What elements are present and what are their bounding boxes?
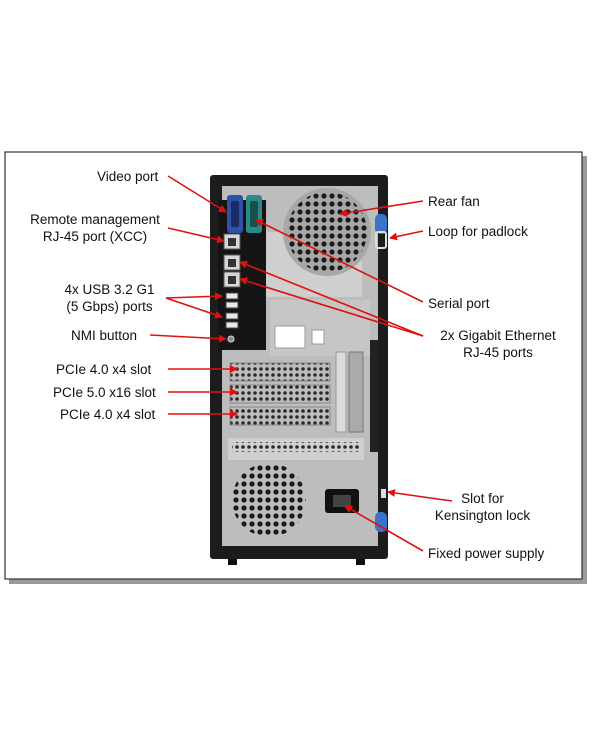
tower-rear — [210, 175, 388, 565]
label-pcie-slot-2: PCIe 5.0 x16 slot — [53, 385, 156, 400]
power-inlet-inner — [333, 495, 351, 507]
arrow-eth-2 — [239, 277, 424, 337]
foot-right — [356, 556, 365, 565]
label-usb-line1: 4x USB 3.2 G1 — [64, 282, 155, 297]
label-usb: 4x USB 3.2 G1 (5 Gbps) ports — [52, 281, 167, 315]
rear-fan — [287, 192, 367, 272]
arrow-power-supply — [344, 505, 424, 552]
label-power-supply: Fixed power supply — [428, 546, 545, 561]
arrow-nmi — [149, 334, 227, 343]
psu-fan — [232, 463, 306, 537]
usb-port-2 — [225, 301, 239, 309]
arrow-eth-1 — [239, 260, 424, 337]
slot-bar-1 — [335, 351, 347, 433]
arrow-rear-fan — [339, 200, 424, 217]
label-usb-line2: (5 Gbps) ports — [66, 299, 153, 314]
label-remote-mgmt-line1: Remote management — [30, 212, 160, 227]
arrow-padlock — [389, 230, 424, 241]
nmi-button — [227, 335, 235, 343]
arrow-serial — [255, 219, 424, 303]
arrow-kensington — [387, 489, 453, 502]
pcie-slot-2 — [229, 384, 331, 404]
vga-port-inner — [231, 201, 239, 227]
arrow-video-port — [167, 175, 227, 213]
side-strip — [370, 340, 378, 452]
label-video-port: Video port — [97, 169, 159, 184]
rj45-eth1-inner — [228, 259, 236, 267]
kensington-slot — [381, 489, 386, 498]
blue-latch-bottom — [375, 512, 387, 532]
label-remote-mgmt: Remote management RJ-45 port (XCC) — [20, 211, 170, 245]
label-padlock-loop: Loop for padlock — [428, 224, 528, 239]
label-kensington-line1: Slot for — [461, 491, 504, 506]
label-ethernet: 2x Gigabit Ethernet RJ-45 ports — [428, 327, 568, 361]
label-remote-mgmt-line2: RJ-45 port (XCC) — [42, 229, 148, 244]
rj45-xcc-inner — [228, 238, 236, 246]
lower-vents — [232, 442, 360, 452]
arrow-remote-mgmt — [167, 227, 225, 244]
arrow-usb-2 — [165, 297, 223, 319]
cutout-2 — [311, 329, 325, 345]
arrow-usb-1 — [165, 292, 223, 301]
cutout-1 — [274, 325, 306, 349]
pcie-slot-1 — [229, 362, 331, 382]
slot-bar-2 — [348, 351, 364, 433]
label-nmi-button: NMI button — [71, 328, 138, 343]
usb-port-3 — [225, 312, 239, 320]
label-rear-fan: Rear fan — [428, 194, 480, 209]
serial-port-inner — [250, 201, 258, 227]
padlock-loop — [375, 231, 387, 249]
label-kensington: Slot for Kensington lock — [425, 490, 540, 524]
usb-port-4 — [225, 321, 239, 329]
label-serial-port: Serial port — [428, 296, 490, 311]
label-ethernet-line2: RJ-45 ports — [463, 345, 533, 360]
label-ethernet-line1: 2x Gigabit Ethernet — [440, 328, 556, 343]
pcie-slot-3 — [229, 406, 331, 426]
label-pcie-slot-1: PCIe 4.0 x4 slot — [56, 362, 152, 377]
usb-port-1 — [225, 292, 239, 300]
blue-latch-top — [375, 214, 387, 234]
label-kensington-line2: Kensington lock — [434, 508, 531, 523]
callout-arrows — [149, 175, 453, 552]
rj45-eth2-inner — [228, 276, 236, 284]
label-pcie-slot-3: PCIe 4.0 x4 slot — [60, 407, 156, 422]
foot-left — [228, 556, 237, 565]
